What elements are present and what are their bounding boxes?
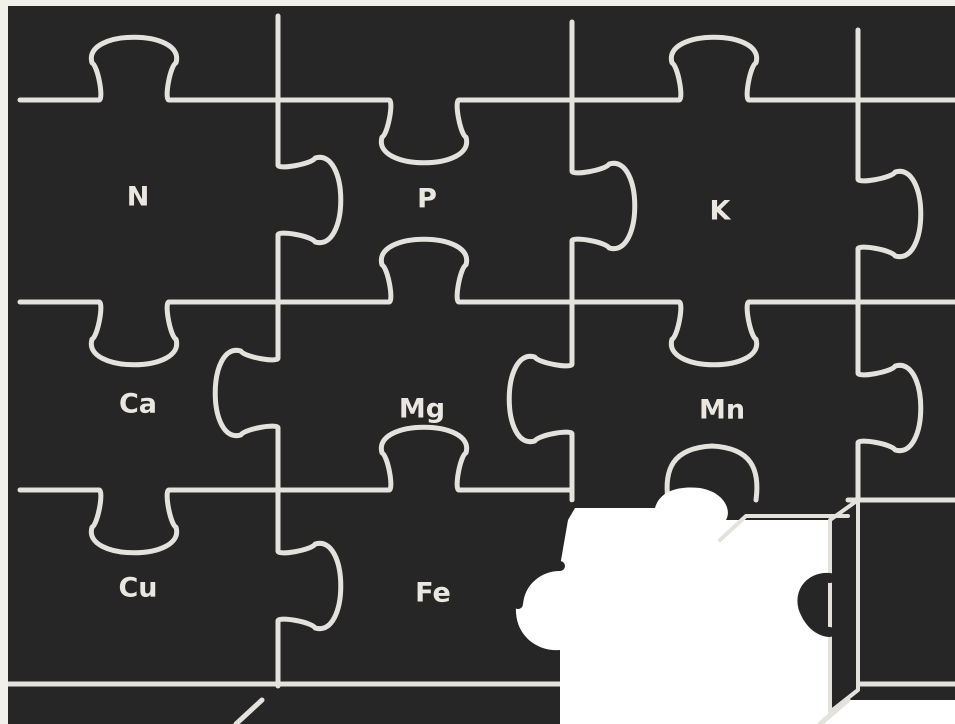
- piece-label-mg: Mg: [399, 394, 445, 425]
- piece-label-fe: Fe: [415, 578, 451, 609]
- piece-label-p: P: [417, 184, 437, 215]
- piece-label-cu: Cu: [118, 573, 157, 604]
- piece-label-n: N: [127, 182, 150, 213]
- piece-label-mn: Mn: [699, 395, 745, 426]
- piece-label-ca: Ca: [119, 389, 157, 420]
- hole-right-wall: [830, 500, 858, 712]
- piece-label-k: K: [710, 196, 732, 227]
